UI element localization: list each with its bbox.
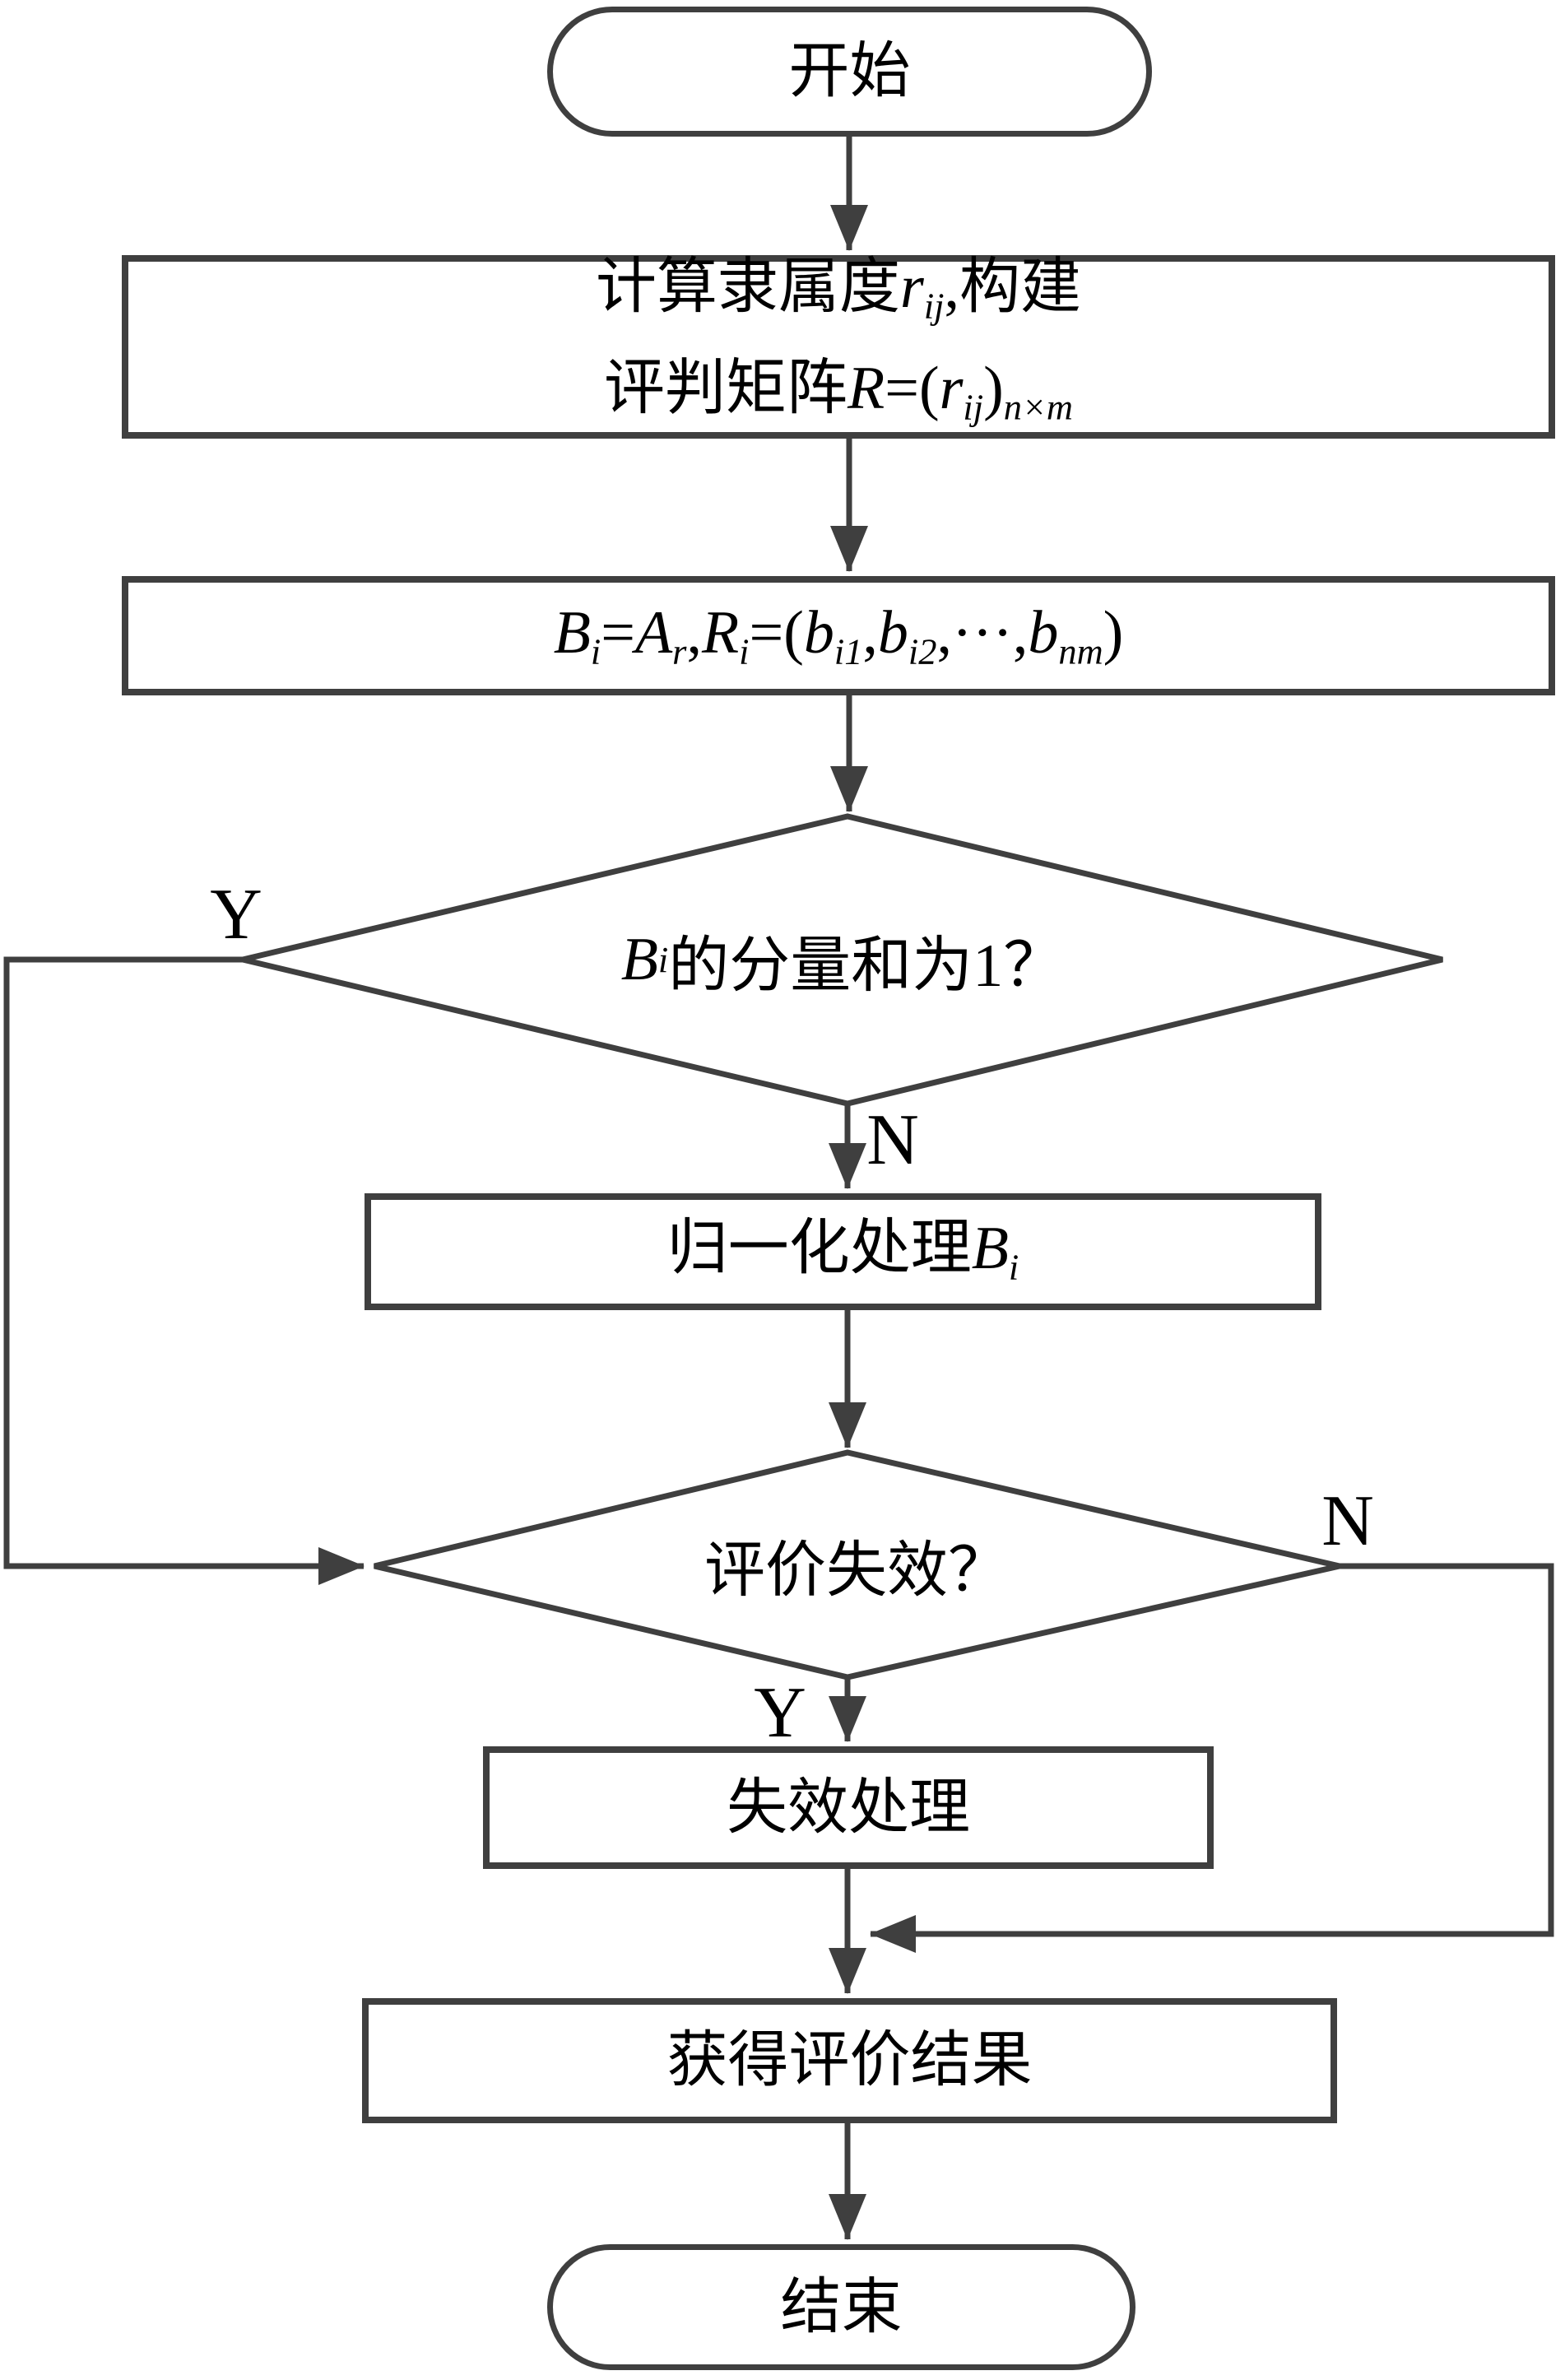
- edge-failure-check-no-loop: [870, 1563, 1554, 1953]
- node-label: 获得评价结果: [666, 2027, 1033, 2094]
- edge-sum-check-yes-loop: [3, 956, 365, 1585]
- start-terminator: 开始: [547, 7, 1152, 137]
- edge-label-sum-yes: Y: [210, 875, 262, 955]
- node-label: 评价失效？: [704, 1536, 1009, 1605]
- process-failure-handling: 失效处理: [483, 1746, 1214, 1869]
- process-normalize: 归一化处理Bi: [365, 1193, 1321, 1310]
- edge-label-sum-no: N: [866, 1100, 919, 1180]
- node-label: 失效处理: [727, 1773, 970, 1842]
- process-get-result: 获得评价结果: [362, 1998, 1337, 2123]
- node-label: 归一化处理Bi: [666, 1215, 1019, 1288]
- decision-failure-check: [374, 1449, 1340, 1680]
- end-terminator: 结束: [547, 2244, 1135, 2370]
- node-label: Bi=Ar,Ri=(bi1,bi2,···,bnm): [553, 598, 1124, 672]
- edge-label-failure-no: N: [1321, 1481, 1374, 1561]
- decision-sum-check: [242, 813, 1443, 1107]
- node-label: 计算隶属度rij,构建: [596, 253, 1081, 327]
- node-label: 结束: [780, 2273, 903, 2341]
- node-label: 开始: [788, 38, 911, 105]
- edge-label-failure-yes: Y: [754, 1673, 806, 1753]
- node-label: 评判矩阵R=(rij)n×m: [604, 354, 1073, 427]
- process-compute-b: Bi=Ar,Ri=(bi1,bi2,···,bnm): [122, 576, 1555, 695]
- process-build-matrix: 计算隶属度rij,构建 评判矩阵R=(rij)n×m: [122, 253, 1555, 439]
